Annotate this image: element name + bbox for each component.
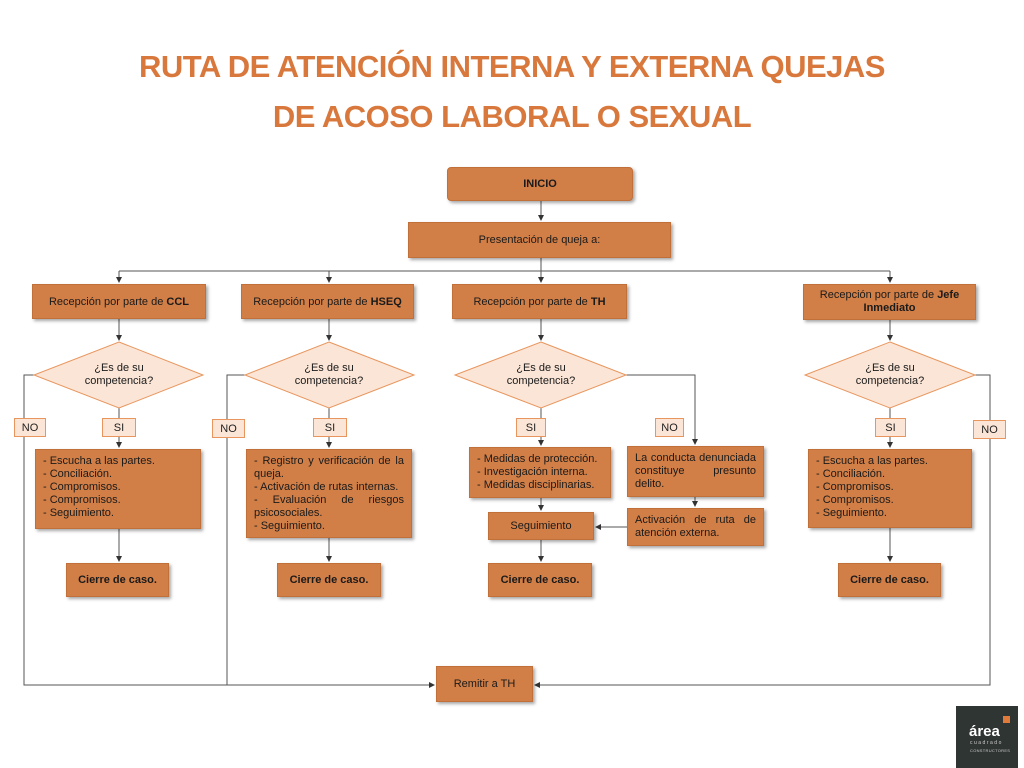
title-line-1: RUTA DE ATENCIÓN INTERNA Y EXTERNA QUEJA… bbox=[139, 49, 885, 84]
logo-tag: CONSTRUCTORES bbox=[970, 748, 1011, 753]
actions-jefe: - Escucha a las partes.- Conciliación.- … bbox=[808, 449, 972, 528]
close-case-hseq: Cierre de caso. bbox=[277, 563, 381, 597]
close-case-jefe: Cierre de caso. bbox=[838, 563, 941, 597]
presumed-crime-node: La conducta denunciada constituye presun… bbox=[627, 446, 764, 497]
question-jefe: ¿Es de su competencia? bbox=[855, 362, 925, 387]
close-case-ccl: Cierre de caso. bbox=[66, 563, 169, 597]
logo-sub: cuadrado bbox=[970, 740, 1003, 746]
decision-ccl bbox=[32, 341, 205, 409]
refer-to-th-node: Remitir a TH bbox=[436, 666, 533, 702]
logo-square-icon bbox=[1003, 716, 1010, 723]
question-hseq: ¿Es de su competencia? bbox=[294, 362, 364, 387]
presentation-node: Presentación de queja a: bbox=[408, 222, 671, 258]
reception-hseq: Recepción por parte de HSEQ bbox=[241, 284, 414, 319]
decision-th bbox=[453, 341, 628, 409]
question-ccl: ¿Es de su competencia? bbox=[84, 362, 154, 387]
yes-label-ccl: SI bbox=[102, 418, 136, 437]
question-th: ¿Es de su competencia? bbox=[506, 362, 576, 387]
no-label-jefe: NO bbox=[973, 420, 1006, 439]
yes-label-jefe: SI bbox=[875, 418, 906, 437]
decision-hseq bbox=[243, 341, 416, 409]
start-node: INICIO bbox=[447, 167, 633, 201]
yes-label-hseq: SI bbox=[313, 418, 347, 437]
actions-hseq: - Registro y verificación de la queja.- … bbox=[246, 449, 412, 538]
no-label-th: NO bbox=[655, 418, 684, 437]
close-case-th: Cierre de caso. bbox=[488, 563, 592, 597]
actions-th: - Medidas de protección.- Investigación … bbox=[469, 447, 611, 498]
reception-th: Recepción por parte de TH bbox=[452, 284, 627, 319]
company-logo: área cuadrado CONSTRUCTORES bbox=[956, 706, 1018, 768]
reception-jefe: Recepción por parte de Jefe Inmediato bbox=[803, 284, 976, 320]
yes-label-th: SI bbox=[516, 418, 546, 437]
actions-ccl: - Escucha a las partes.- Conciliación.- … bbox=[35, 449, 201, 529]
title-line-2: DE ACOSO LABORAL O SEXUAL bbox=[272, 99, 752, 134]
no-label-ccl: NO bbox=[14, 418, 46, 437]
decision-jefe bbox=[803, 341, 977, 409]
reception-ccl: Recepción por parte de CCL bbox=[32, 284, 206, 319]
external-route-node: Activación de ruta de atención externa. bbox=[627, 508, 764, 546]
no-label-hseq: NO bbox=[212, 419, 245, 438]
follow-up-th: Seguimiento bbox=[488, 512, 594, 540]
logo-name: área bbox=[969, 723, 1000, 740]
